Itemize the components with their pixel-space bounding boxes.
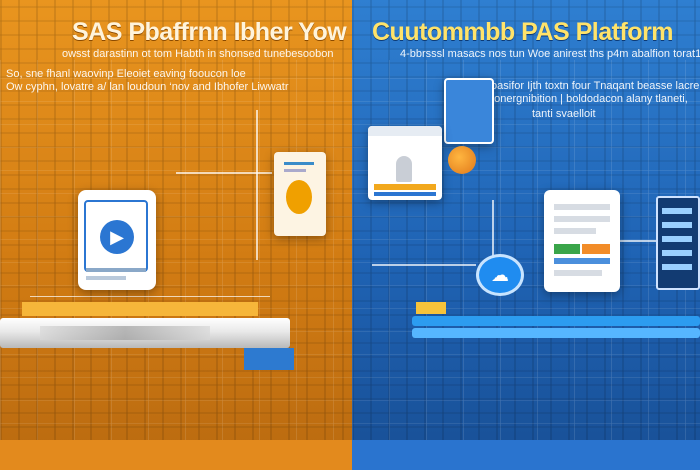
left-subtitle-line-3: Ow cyphn, lovatre a/ lan loudoun ‘nov an… (6, 81, 289, 93)
right-desk (412, 316, 700, 326)
doc-green-block (554, 244, 580, 254)
server-slot (662, 208, 692, 214)
left-grid-overlay (0, 60, 352, 470)
left-baseline-wire (30, 296, 270, 297)
right-subtitle-line-1: 4-bbrsssl masacs nos tun Woe anirest ths… (400, 48, 700, 60)
server-gadget (656, 196, 700, 290)
server-slot (662, 264, 692, 270)
right-subtitle-line-4: tanti svaelloit (532, 108, 596, 120)
leaf-icon (286, 180, 312, 214)
server-slot (662, 222, 692, 228)
left-floor (0, 440, 352, 470)
right-desk-shelf (412, 328, 700, 338)
left-desk (0, 318, 290, 348)
left-desk-keyboard (40, 326, 210, 340)
window-stripe-2 (374, 192, 436, 196)
left-connector-wire-h (176, 172, 272, 174)
server-slot (662, 250, 692, 256)
left-panel: SAS Pbaffrnn Ibher Yow owsst darastinn o… (0, 0, 352, 470)
right-desk-top (416, 302, 446, 314)
window-stripe (374, 184, 436, 190)
right-title: Cuutommbb PAS Platform (372, 18, 674, 46)
play-icon: ▶ (100, 220, 134, 254)
left-card-bar-2 (86, 276, 126, 280)
doc-orange-block (582, 244, 610, 254)
doc-blue-line (554, 258, 610, 264)
server-slot (662, 236, 692, 242)
right-connector-wire-v (492, 200, 494, 256)
user-icon (396, 156, 412, 182)
left-desk-top (22, 302, 258, 316)
right-panel: Cuutommbb PAS Platform 4-bbrsssl masacs … (352, 0, 700, 470)
right-floor (352, 440, 700, 470)
right-subtitle-line-3: Lonergnibition | boldodacon alany tlanet… (488, 93, 688, 105)
cloud-icon: ☁ (476, 254, 524, 296)
doc-line-4 (554, 270, 602, 276)
doc-line-3 (554, 228, 596, 234)
left-document-card (274, 152, 326, 236)
right-connector-wire-r (620, 240, 660, 242)
orb-icon (448, 146, 476, 174)
left-subtitle-line-1: owsst darastinn ot tom Habth in shonsed … (62, 48, 334, 60)
right-background-texture (352, 0, 700, 470)
left-title: SAS Pbaffrnn Ibher Yow (72, 18, 347, 46)
doc-line-2 (554, 216, 610, 222)
left-main-card: ▶ (78, 190, 156, 290)
right-window-card (368, 126, 442, 200)
left-doc-line-2 (284, 169, 306, 172)
left-doc-line (284, 162, 314, 165)
window-titlebar (368, 126, 442, 136)
right-top-panel (444, 78, 494, 144)
right-document-card (544, 190, 620, 292)
doc-line (554, 204, 610, 210)
left-card-bar (86, 268, 146, 272)
left-subtitle-line-2: So, sne fhanl waovinp Eleoiet eaving foo… (6, 68, 246, 80)
right-connector-wire (372, 264, 476, 266)
left-desk-leg (244, 348, 294, 370)
left-connector-wire (256, 110, 258, 260)
right-subtitle-line-2: Ioasifor Ijth toxtn four Tnaqant beasse … (488, 80, 700, 92)
